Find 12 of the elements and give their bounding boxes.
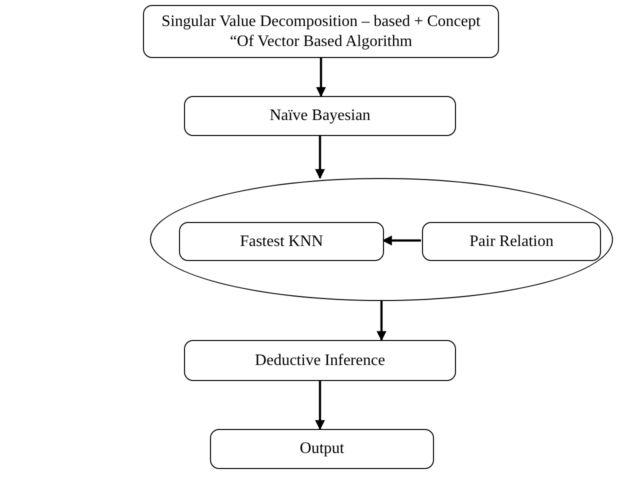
arrow (315, 136, 325, 179)
arrow (315, 381, 325, 430)
process-box: Output (210, 429, 434, 469)
process-box: Naïve Bayesian (184, 96, 456, 136)
group-ellipse (150, 178, 613, 301)
arrow (382, 236, 421, 246)
arrow (376, 301, 386, 341)
process-box: Pair Relation (422, 222, 601, 261)
arrow (316, 58, 326, 97)
process-box: Deductive Inference (184, 340, 456, 381)
process-box: Fastest KNN (179, 222, 384, 261)
process-box: Singular Value Decomposition – based + Concept “Of Vector Based Algorithm (143, 5, 499, 58)
